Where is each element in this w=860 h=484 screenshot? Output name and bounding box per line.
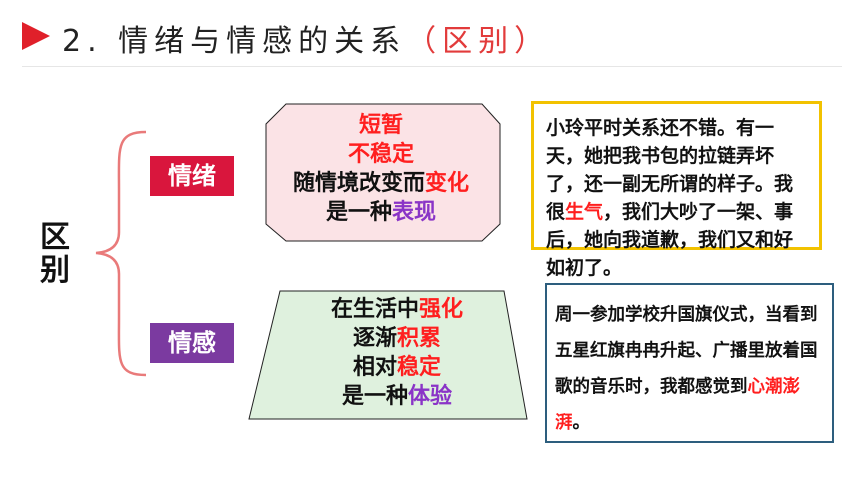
feeling-trait-line: 逐渐积累 xyxy=(352,326,442,351)
emotion-badge: 情绪 xyxy=(150,156,234,196)
emotion-case-box: 小玲平时关系还不错。有一天，她把我书包的拉链弄坏了，还一副无所谓的样子。我很生气… xyxy=(531,101,822,279)
emotion-trait-line: 随情境改变而变化 xyxy=(292,171,470,196)
emotion-trait-line: 短暂 xyxy=(358,113,403,138)
title-main: 2. 情绪与情感的关系 xyxy=(62,24,407,59)
feeling-trait-line: 在生活中强化 xyxy=(330,297,464,322)
curly-brace xyxy=(95,130,147,377)
emotion-octagon xyxy=(265,103,501,242)
feeling-traits: 在生活中强化 逐渐积累 相对稳定 是一种体验 xyxy=(284,295,510,411)
feeling-badge: 情感 xyxy=(150,323,234,363)
side-label-bie: 别 xyxy=(40,253,70,288)
title-paren: （区别） xyxy=(406,24,551,59)
title-divider xyxy=(22,66,842,67)
title-arrow-icon xyxy=(22,22,50,50)
emotion-traits: 短暂 不稳定 随情境改变而变化 是一种表现 xyxy=(268,111,494,227)
emotion-trait-line: 是一种表现 xyxy=(325,200,437,225)
feeling-trapezoid xyxy=(248,290,528,420)
emotion-trait-line: 不稳定 xyxy=(347,142,414,167)
page-title: 2. 情绪与情感的关系（区别） xyxy=(62,16,550,60)
side-label-qu: 区 xyxy=(40,220,70,255)
feeling-trait-line: 相对稳定 xyxy=(352,355,442,380)
feeling-trait-line: 是一种体验 xyxy=(341,384,453,409)
feeling-case-box: 周一参加学校升国旗仪式，当看到五星红旗冉冉升起、广播里放着国歌的音乐时，我都感觉… xyxy=(545,283,834,443)
